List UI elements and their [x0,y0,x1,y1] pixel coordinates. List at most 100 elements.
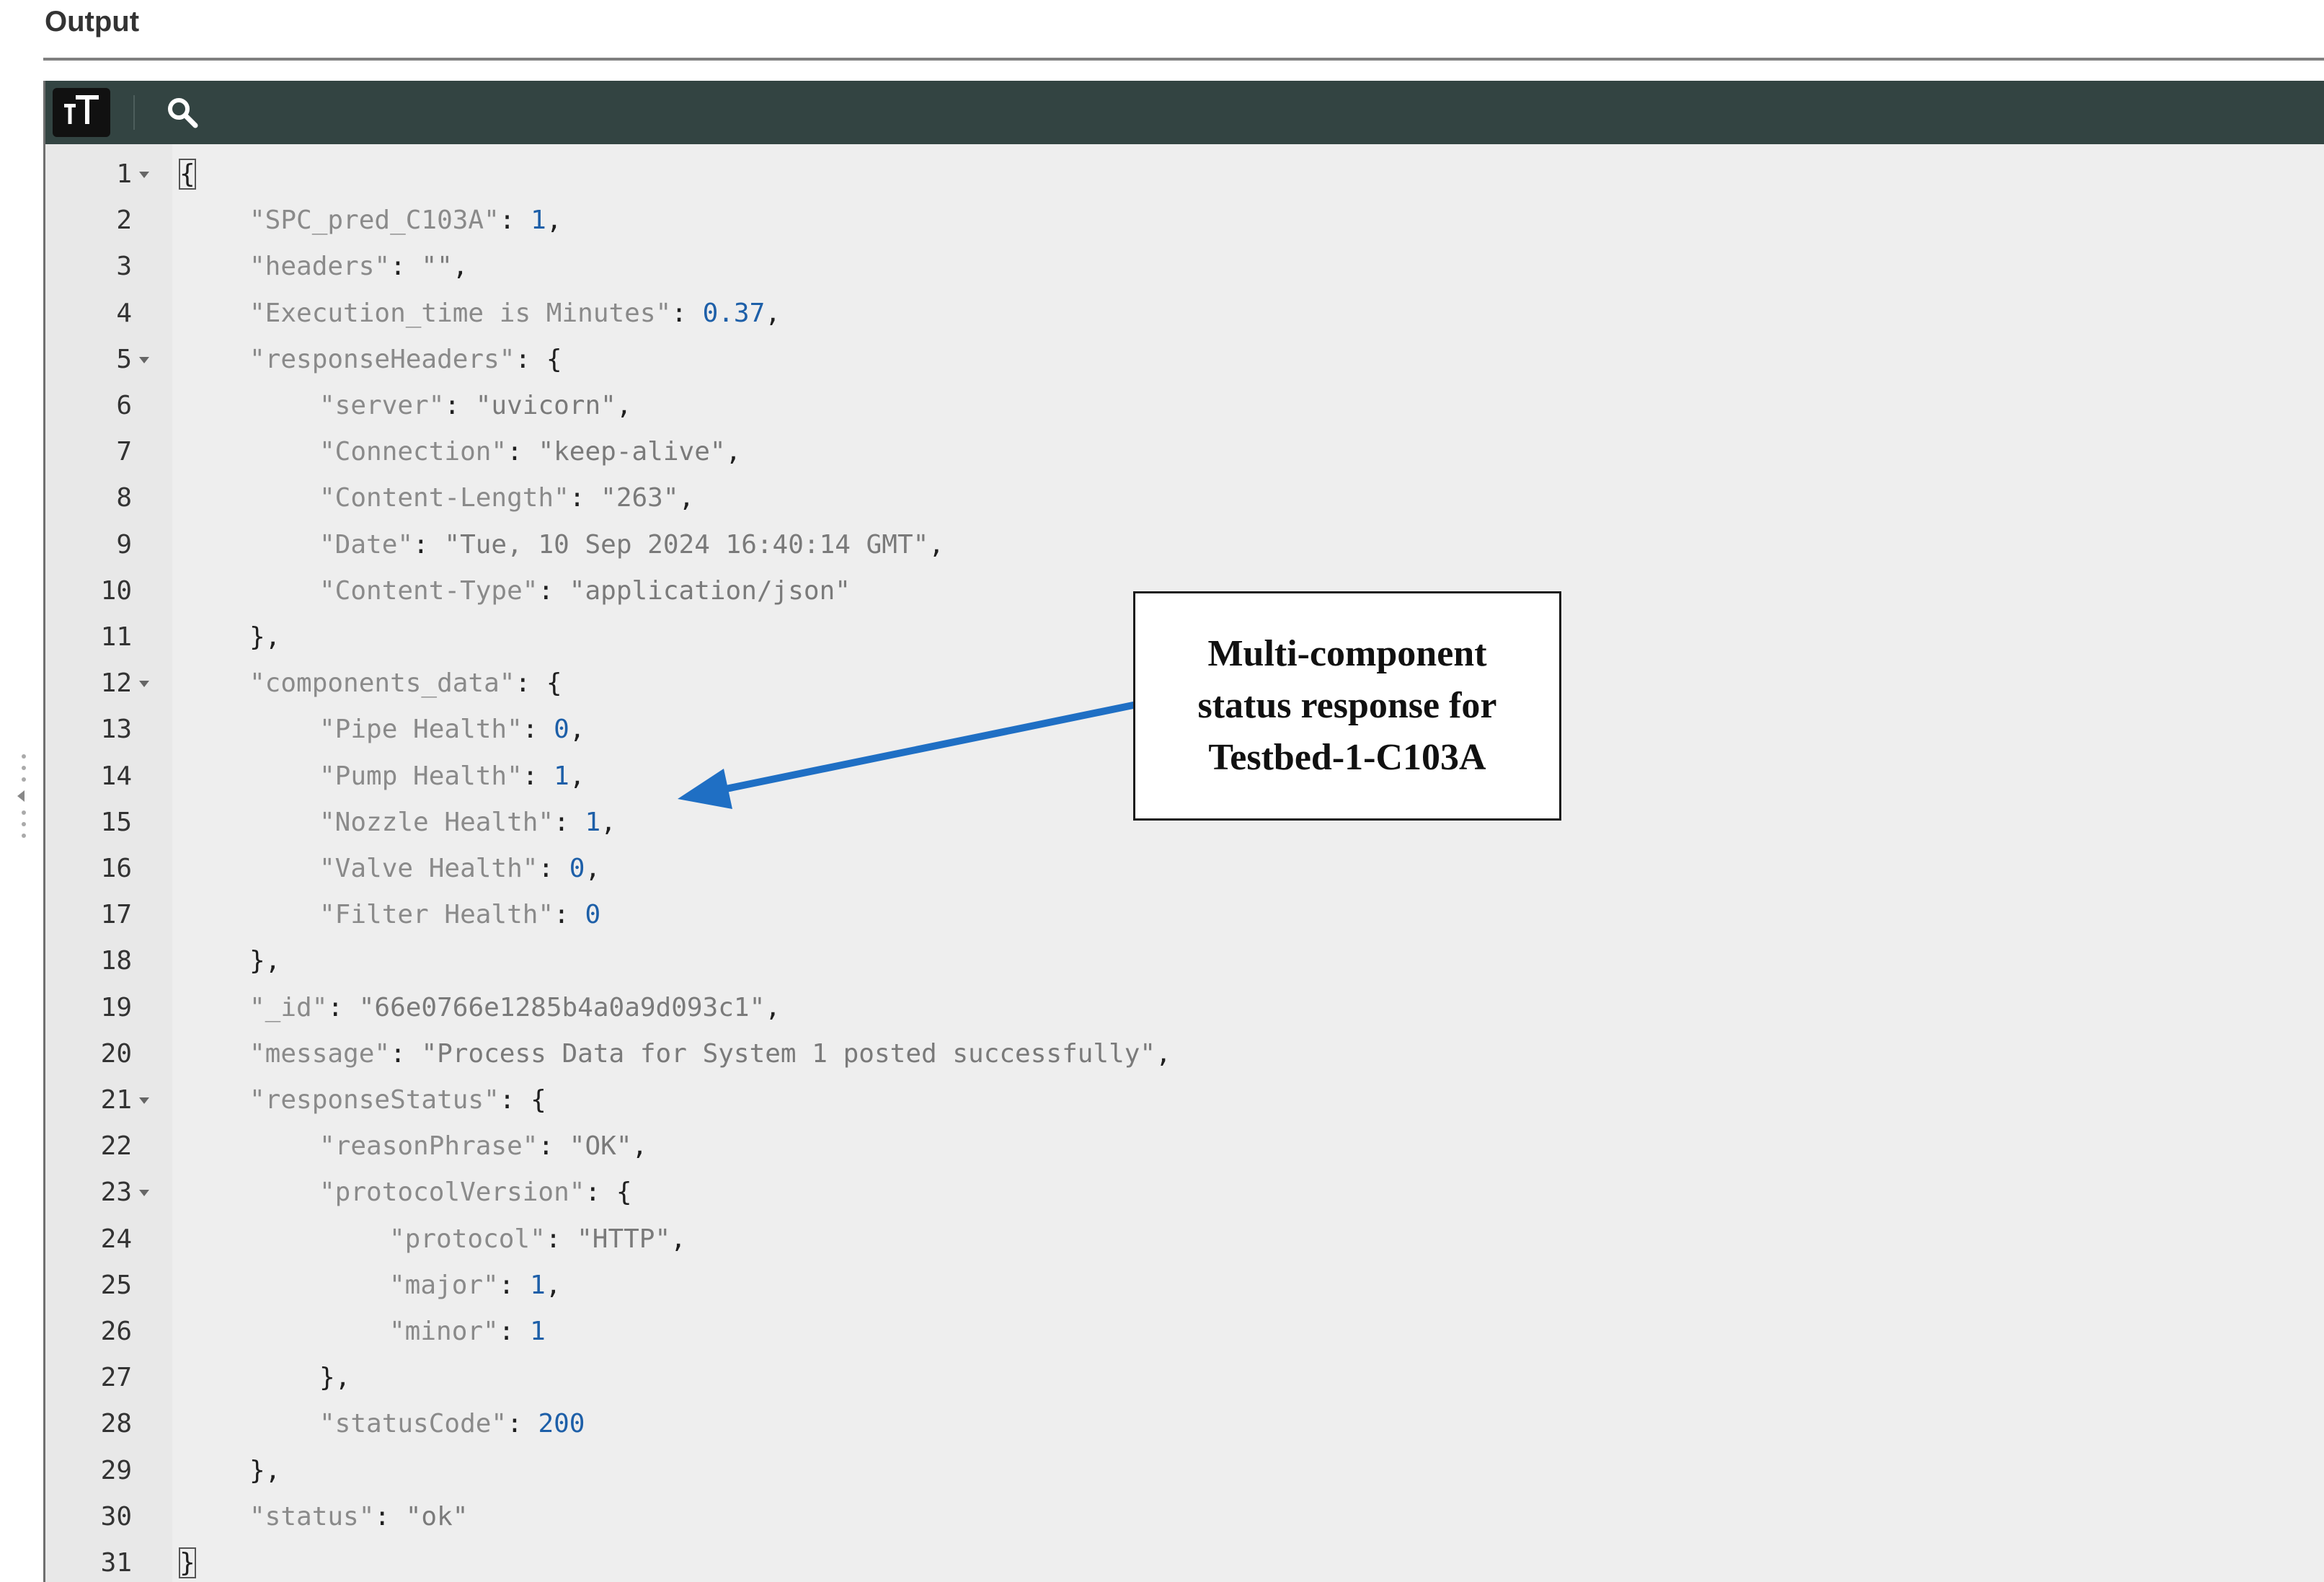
callout-text: Multi-component status response for Test… [1153,628,1542,784]
code-line: "status": "ok" [249,1501,468,1533]
search-button[interactable] [154,88,211,137]
code-token: : { [515,344,562,374]
line-number: 15 [100,807,132,837]
text-size-glyph [64,95,99,124]
code-token: "protocol" [389,1224,546,1254]
callout-line: status response for [1197,685,1497,726]
code-token: }, [249,946,281,976]
code-token: "application/json" [569,575,851,606]
code-token: "Valve Health" [319,854,538,883]
line-number: 23 [100,1177,132,1208]
code-token: , [1156,1038,1171,1069]
code-token: , [452,252,469,282]
code-token: : [390,1038,422,1069]
code-token: , [600,807,616,837]
code-line: }, [249,622,280,653]
annotation-callout: Multi-component status response for Test… [1133,591,1561,821]
code-token: 200 [538,1409,585,1439]
code-token: , [765,992,781,1022]
grip-dot [22,777,26,782]
code-token: }, [249,622,281,652]
line-number: 8 [116,483,132,513]
font-size-button[interactable] [53,88,110,137]
code-line: "message": "Process Data for System 1 po… [249,1038,1171,1070]
code-line: "Connection": "keep-alive", [319,436,741,468]
code-token: : [554,807,585,837]
code-token: "message" [249,1038,391,1069]
code-token: : [374,1501,406,1532]
code-line: "Filter Health": 0 [319,899,600,931]
code-line: "SPC_pred_C103A": 1, [249,205,562,237]
code-token: "" [421,252,453,282]
code-token: } [179,1547,196,1578]
code-token: : [327,992,359,1022]
collapse-left-icon[interactable] [17,790,25,802]
code-token: "Execution_time is Minutes" [249,298,672,328]
code-token: : [522,715,554,745]
code-token: , [765,298,781,328]
grip-dot [22,822,26,826]
fold-toggle-icon[interactable] [139,1097,149,1104]
line-number: 20 [100,1038,132,1069]
code-token: 1 [554,761,569,791]
code-token: 0 [554,715,569,745]
code-token: "Content-Length" [319,483,569,513]
code-line: "Content-Type": "application/json" [319,575,851,607]
line-number: 14 [100,761,132,791]
line-number: 21 [100,1085,132,1115]
code-line: "major": 1, [389,1270,561,1302]
code-token: "_id" [249,992,328,1022]
code-token: , [616,391,632,420]
code-token: : { [499,1085,546,1115]
code-token: : [390,252,422,282]
code-line: "Pipe Health": 0, [319,714,585,746]
line-number: 25 [100,1270,132,1300]
fold-toggle-icon[interactable] [139,172,149,178]
code-token: , [569,715,585,745]
code-token: "SPC_pred_C103A" [249,206,500,236]
code-token: "Filter Health" [319,900,554,930]
panel-resize-handle[interactable] [16,750,33,844]
code-token: "Tue, 10 Sep 2024 16:40:14 GMT" [444,529,929,560]
code-token: : [499,206,531,236]
code-token: "ok" [405,1501,469,1532]
code-token: : [498,1270,531,1300]
callout-line: Multi-component [1207,633,1487,674]
code-token: "Nozzle Health" [319,807,554,837]
code-token: : { [585,1177,632,1208]
text-size-icon [63,92,100,133]
code-token: : [671,298,703,328]
code-token: : [413,529,445,560]
line-number: 3 [116,252,132,282]
line-number: 12 [100,668,132,699]
code-token: : [507,437,538,467]
code-token: : [538,1131,569,1162]
fold-toggle-icon[interactable] [139,1190,149,1197]
line-number: 7 [116,437,132,467]
code-token: : [522,761,554,791]
fold-toggle-icon[interactable] [139,681,149,688]
line-number: 11 [100,622,132,652]
code-token: : [444,391,476,420]
line-number: 1 [116,159,132,189]
code-token: "reasonPhrase" [319,1131,538,1162]
code-token: : [498,1317,531,1346]
code-line: "headers": "", [249,251,468,283]
callout-line: Testbed-1-C103A [1208,737,1486,778]
code-token: "responseHeaders" [249,344,515,374]
code-token: 1 [530,1270,546,1300]
code-token: }, [249,1455,281,1485]
code-token: "major" [389,1270,499,1300]
code-token: 1 [531,206,546,236]
code-token: "Pump Health" [319,761,523,791]
toolbar-separator [133,95,135,130]
code-line: "Valve Health": 0, [319,853,600,885]
line-number: 18 [100,946,132,976]
editor-toolbar [45,81,2324,144]
code-token: : [538,854,569,883]
fold-toggle-icon[interactable] [139,356,149,363]
code-line: "_id": "66e0766e1285b4a0a9d093c1", [249,992,781,1024]
line-number: 28 [100,1409,132,1439]
code-line: { [179,159,196,190]
